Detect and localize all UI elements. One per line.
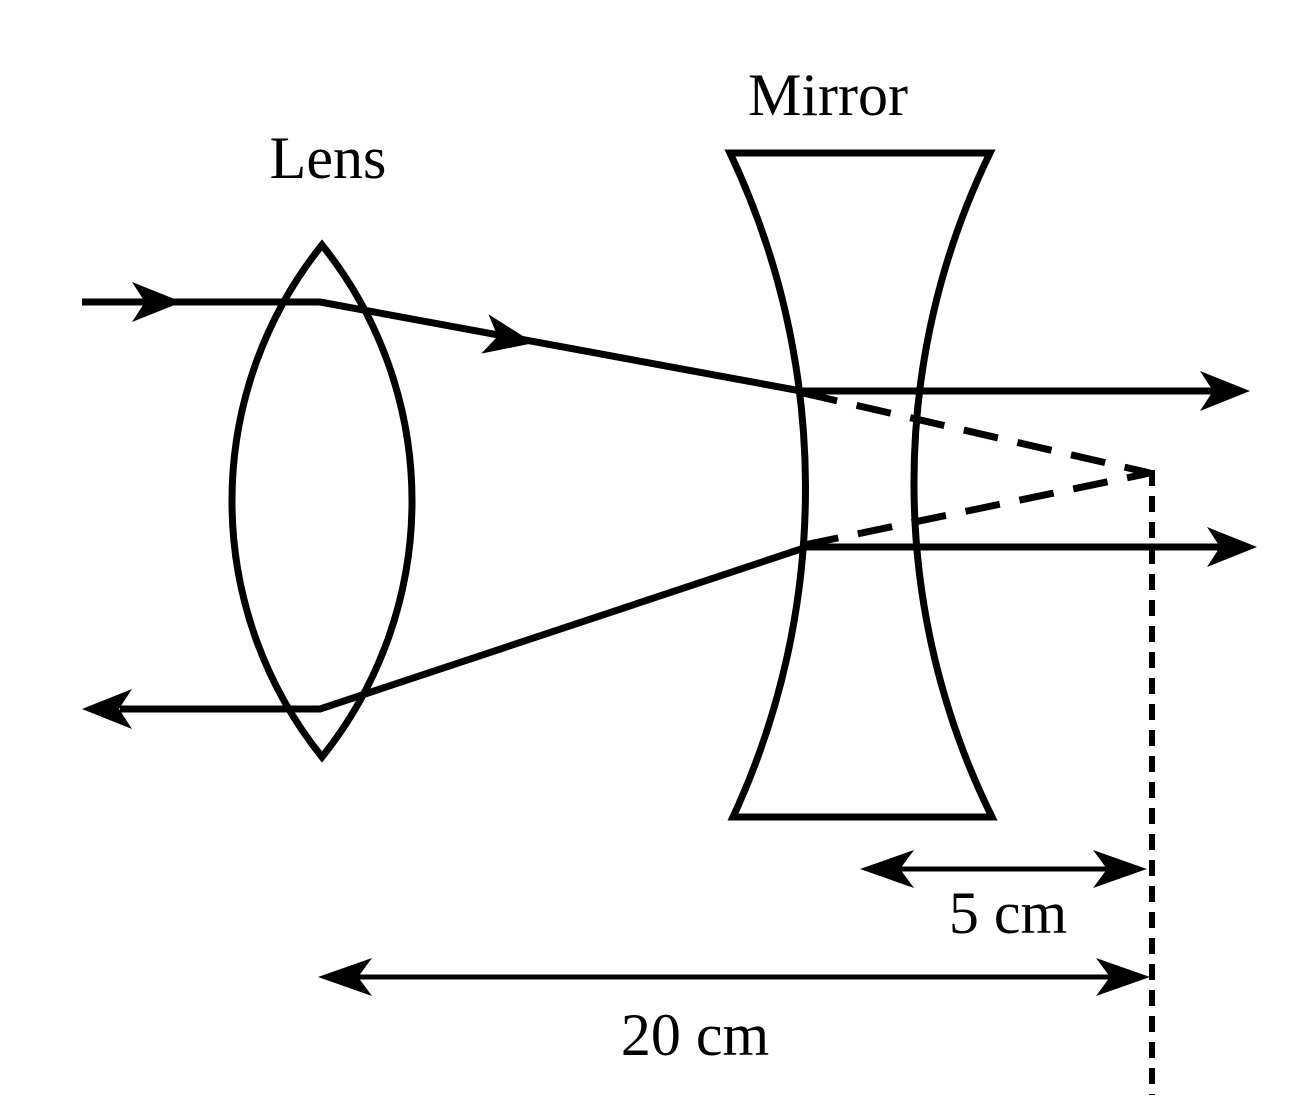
mirror-shape	[724, 149, 998, 821]
lens-label: Lens	[270, 125, 387, 191]
converging-ray-upper	[319, 298, 802, 395]
converging-ray-lower	[318, 544, 806, 713]
mirror-label: Mirror	[748, 62, 908, 128]
dim-5cm-label: 5 cm	[949, 880, 1067, 946]
lens-shape	[228, 239, 416, 763]
virtual-ray-lower-dashed	[803, 469, 1151, 549]
virtual-ray-upper-dashed	[802, 389, 1151, 477]
dim-20cm-label: 20 cm	[621, 1002, 769, 1068]
